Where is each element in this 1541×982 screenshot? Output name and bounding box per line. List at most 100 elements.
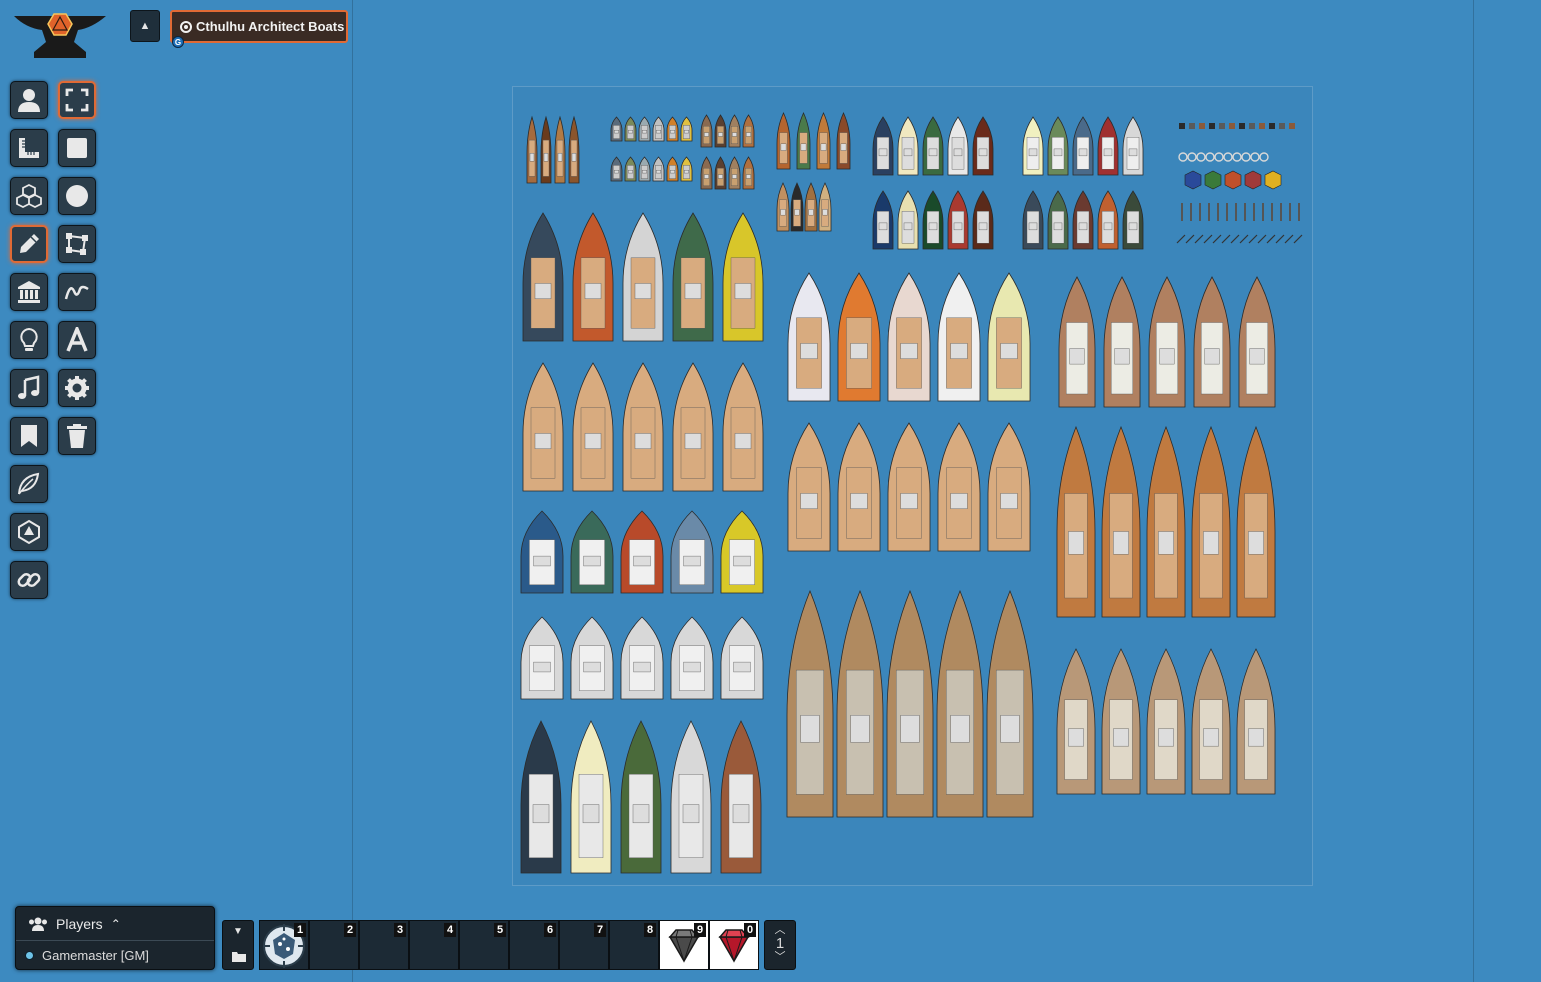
tile-controls-button[interactable] (10, 177, 48, 215)
notes-controls-button[interactable] (10, 417, 48, 455)
hotbar-slot-7[interactable]: 7 (559, 920, 609, 970)
link-icon (17, 572, 41, 588)
text-tool-button[interactable] (58, 321, 96, 359)
fishing-boat-token (787, 272, 831, 402)
rowboat-token (742, 156, 755, 190)
players-panel[interactable]: Players ⌃ Gamemaster [GM] (15, 906, 215, 970)
hotbar-slot-1[interactable]: 1 (259, 920, 309, 970)
trash-icon (67, 424, 87, 448)
sailboat-token (1191, 425, 1231, 618)
select-tool-button[interactable] (58, 81, 96, 119)
freehand-tool-button[interactable] (58, 273, 96, 311)
page-up-icon[interactable]: ︿ (774, 924, 786, 936)
rectangle-tool-button[interactable] (58, 129, 96, 167)
hotbar-slot-6[interactable]: 6 (509, 920, 559, 970)
hotbar-page-controls[interactable]: ︿ 1 ﹀ (764, 920, 796, 970)
dinghy-token (652, 116, 665, 142)
fishing-boat-token (987, 272, 1031, 402)
slot-number: 5 (494, 923, 506, 937)
scene-map[interactable] (512, 86, 1313, 886)
clear-tool-button[interactable] (58, 417, 96, 455)
canvas-divider (1473, 0, 1474, 982)
fishing-boat-token (937, 422, 981, 552)
speedboat-token (947, 116, 969, 176)
folder-icon[interactable] (232, 951, 246, 962)
signature-icon (64, 285, 89, 300)
catamaran-token (720, 510, 764, 594)
players-title: Players (56, 915, 103, 932)
token-controls-button[interactable] (10, 81, 48, 119)
slot-number: 7 (594, 923, 606, 937)
foliage-controls-button[interactable] (10, 465, 48, 503)
measure-controls-button[interactable] (10, 129, 48, 167)
hotbar-slot-5[interactable]: 5 (459, 920, 509, 970)
yacht-token (670, 720, 712, 874)
rowboat-token (776, 112, 791, 170)
ellipse-tool-button[interactable] (58, 177, 96, 215)
yacht-token (570, 720, 612, 874)
dinghy-token (680, 116, 693, 142)
sailboat-token (1056, 425, 1096, 618)
sailboat-token (1103, 276, 1141, 408)
hotbar-slot-0[interactable]: 0 (709, 920, 759, 970)
sailboat-token (1101, 648, 1141, 795)
fishing-boat-token (522, 212, 564, 342)
page-down-icon[interactable]: ﹀ (774, 951, 786, 963)
lighting-controls-button[interactable] (10, 321, 48, 359)
walls-controls-button[interactable] (10, 273, 48, 311)
player-item[interactable]: Gamemaster [GM] (16, 941, 214, 970)
users-icon (29, 917, 47, 931)
pencil-icon (20, 234, 39, 253)
speedboat-token (922, 190, 944, 250)
polygon-tool-button[interactable] (58, 225, 96, 263)
speedboat-token (1072, 190, 1094, 250)
hotbar-slot-4[interactable]: 4 (409, 920, 459, 970)
hotbar-directory-controls[interactable]: ▼ (222, 920, 254, 970)
fishing-boat-token (572, 212, 614, 342)
app-logo[interactable] (12, 8, 108, 60)
dinghy-token (638, 156, 651, 182)
yacht-token (520, 720, 562, 874)
slot-number: 2 (344, 923, 356, 937)
fishing-boat-token (787, 422, 831, 552)
players-header[interactable]: Players ⌃ (16, 907, 214, 941)
fishing-boat-token (622, 212, 664, 342)
dinghy-token (624, 116, 637, 142)
fishing-boat-token (622, 362, 664, 492)
rowboat-token (700, 156, 713, 190)
canoe-token (568, 115, 580, 184)
rowboat-token (796, 112, 811, 170)
dinghy-token (666, 156, 679, 182)
hotbar-slot-8[interactable]: 8 (609, 920, 659, 970)
catamaran-token (720, 616, 764, 700)
bookmark-icon (21, 425, 37, 447)
slot-number: 8 (644, 923, 656, 937)
sailboat-token (1148, 276, 1186, 408)
building-columns-icon (18, 281, 40, 303)
hotbar-slot-3[interactable]: 3 (359, 920, 409, 970)
drawing-controls-button[interactable] (10, 225, 48, 263)
catamaran-token (620, 510, 664, 594)
rowboat-token (836, 112, 851, 170)
canoe-token (526, 115, 538, 184)
slot-number: 6 (544, 923, 556, 937)
hotbar-slot-9[interactable]: 9 (659, 920, 709, 970)
dice-controls-button[interactable] (10, 513, 48, 551)
speedboat-token (897, 116, 919, 176)
caret-down-icon[interactable]: ▼ (233, 926, 243, 937)
fishing-boat-token (837, 422, 881, 552)
person-icon (18, 89, 40, 112)
slot-number: 0 (744, 923, 756, 937)
fishing-boat-token (672, 212, 714, 342)
scene-nav-toggle-button[interactable]: ▲ (130, 10, 160, 42)
scene-tab[interactable]: Cthulhu Architect Boats (170, 10, 348, 43)
rowboat-token (776, 182, 790, 232)
sailboat-token (986, 589, 1034, 818)
rowboat-token (700, 114, 713, 148)
slot-number: 3 (394, 923, 406, 937)
link-controls-button[interactable] (10, 561, 48, 599)
sound-controls-button[interactable] (10, 369, 48, 407)
sailboat-token (1236, 648, 1276, 795)
hotbar-slot-2[interactable]: 2 (309, 920, 359, 970)
configure-tool-button[interactable] (58, 369, 96, 407)
